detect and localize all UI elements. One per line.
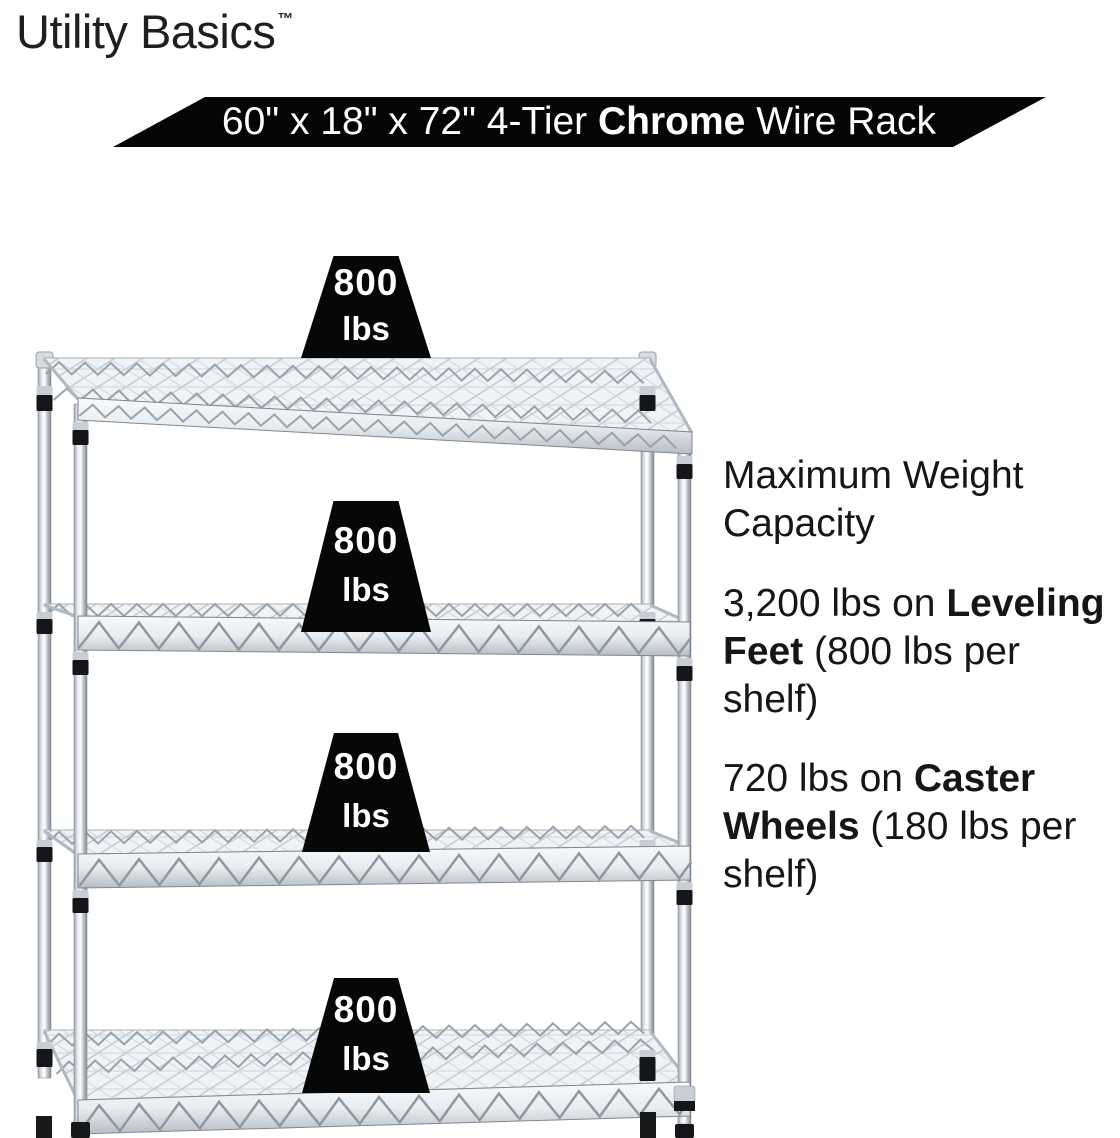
weight-value: 800 (333, 261, 399, 303)
banner-text-finish: Chrome (598, 100, 746, 143)
weight-capacity-badge-shelf-2: 800 lbs (301, 501, 431, 632)
weight-capacity-badge-shelf-4: 800 lbs (302, 978, 430, 1093)
weight-unit: lbs (342, 1039, 390, 1077)
rack-leveling-feet (36, 1085, 696, 1138)
weight-unit: lbs (342, 309, 390, 347)
weight-capacity-badge-shelf-1: 800 lbs (301, 256, 431, 358)
weight-value: 800 (333, 519, 399, 561)
trademark-symbol: ™ (277, 11, 294, 28)
weight-value: 800 (333, 988, 399, 1030)
caster-wheels-capacity-text: 720 lbs on Caster Wheels (180 lbs per sh… (723, 757, 1077, 896)
weight-value: 800 (333, 745, 399, 787)
weight-capacity-badge-shelf-3: 800 lbs (302, 733, 430, 852)
title-banner: 60" x 18" x 72" 4-Tier Chrome Wire Rack (113, 97, 1046, 147)
weight-unit: lbs (342, 796, 390, 834)
banner-text-type: Wire Rack (745, 100, 937, 143)
weight-unit: lbs (342, 570, 390, 608)
leveling-feet-capacity-text: 3,200 lbs on Leveling Feet (800 lbs per … (723, 582, 1105, 721)
capacity-heading: Maximum Weight Capacity (723, 454, 1024, 545)
banner-text-size: 60" x 18" x 72" 4-Tier (221, 100, 599, 143)
rack-back-posts (35, 351, 657, 1079)
brand-name: Utility Basics (16, 5, 276, 58)
